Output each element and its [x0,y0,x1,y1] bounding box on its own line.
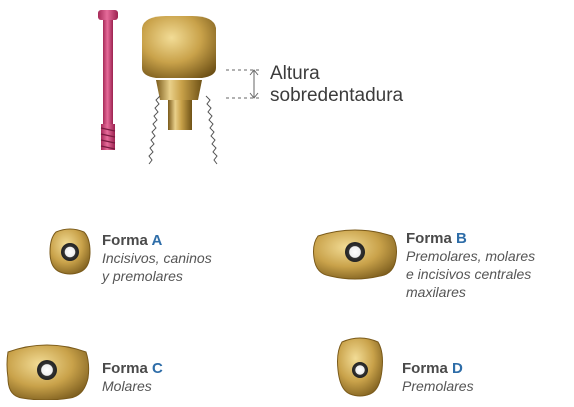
shape-b-icon [313,229,397,280]
dimension-label: Altura sobredentadura [270,63,403,107]
shape-b-desc: e incisivos centrales [406,266,532,282]
shape-a-desc: y premolares [102,268,183,284]
implant-illustration [98,10,262,165]
shape-a-icon [49,228,91,275]
shape-a-title: Forma A [102,232,292,249]
shape-b-letter: B [456,230,467,247]
shape-b-desc: Premolares, molares [406,248,536,264]
shape-d-icon [337,337,383,397]
screw-icon [98,10,118,150]
dimension-marker [226,69,262,99]
shape-b-title: Forma B [406,230,574,247]
shape-c-prefix: Forma [102,360,153,377]
shape-d-desc: Premolares [402,378,474,394]
shape-a-letter: A [151,232,163,249]
shape-d-letter: D [452,360,463,377]
shape-c-letter: C [152,360,163,377]
shape-b-prefix: Forma [406,230,457,247]
implant-outline-icon [148,95,218,165]
shape-c-icon [6,344,90,400]
dimension-label-line1: Altura [270,63,320,84]
dimension-label-line2: sobredentadura [270,85,404,106]
shape-d-prefix: Forma [402,360,453,377]
shape-c-desc: Molares [102,378,152,394]
abutment-icon [142,16,216,130]
shape-d-title: Forma D [402,360,542,377]
shape-c-title: Forma C [102,360,242,377]
shape-a-prefix: Forma [102,232,152,249]
shape-b-desc: maxilares [406,284,466,300]
shape-a-desc: Incisivos, caninos [102,250,212,266]
